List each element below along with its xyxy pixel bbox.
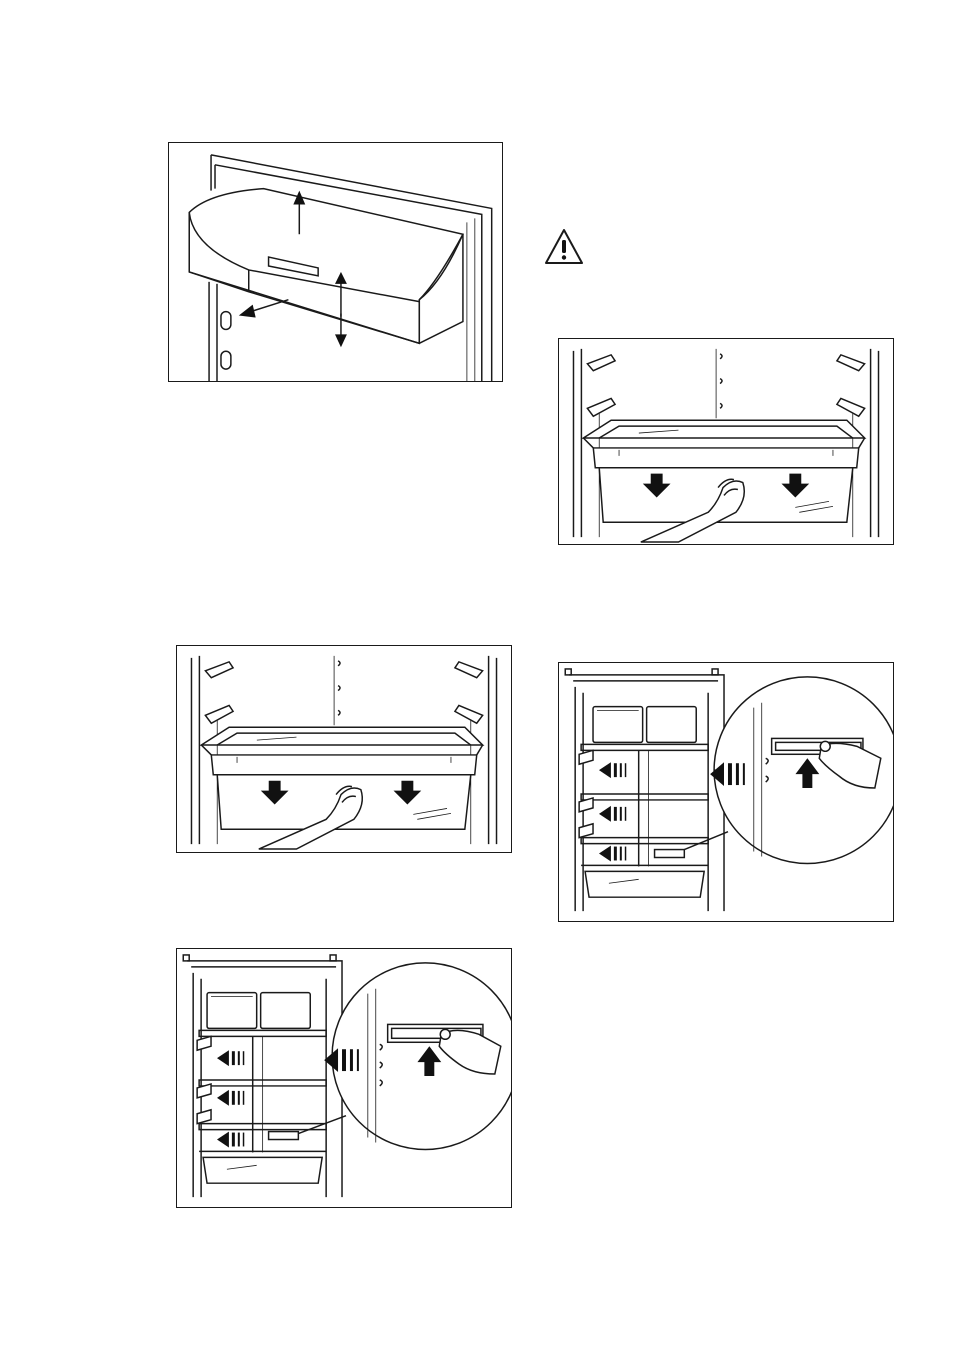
- arrow-icon: [781, 474, 809, 498]
- arrow-icon: [599, 806, 626, 822]
- arrow-icon: [217, 1132, 244, 1148]
- figure-door-balcony: [168, 142, 503, 382]
- shelf-release-illustration: [559, 663, 893, 921]
- arrow-icon: [599, 762, 626, 778]
- figure-drawer-pull-out-left: [176, 645, 512, 853]
- figure-shelf-release-left: [176, 948, 512, 1208]
- arrow-icon: [261, 781, 289, 805]
- arrow-icon: [251, 300, 289, 312]
- figure-shelf-release-right: [558, 662, 894, 922]
- arrow-icon: [217, 1090, 244, 1106]
- warning-triangle-icon: [543, 227, 585, 267]
- arrow-icon: [217, 1050, 244, 1066]
- arrow-icon: [643, 474, 671, 498]
- drawer-pull-out-illustration: [177, 646, 511, 852]
- arrow-icon: [599, 846, 626, 862]
- shelf-release-illustration: [177, 949, 511, 1207]
- drawer-pull-out-illustration: [559, 339, 893, 544]
- arrow-icon: [394, 781, 422, 805]
- door-balcony-illustration: [169, 143, 502, 381]
- figure-drawer-pull-out-right: [558, 338, 894, 545]
